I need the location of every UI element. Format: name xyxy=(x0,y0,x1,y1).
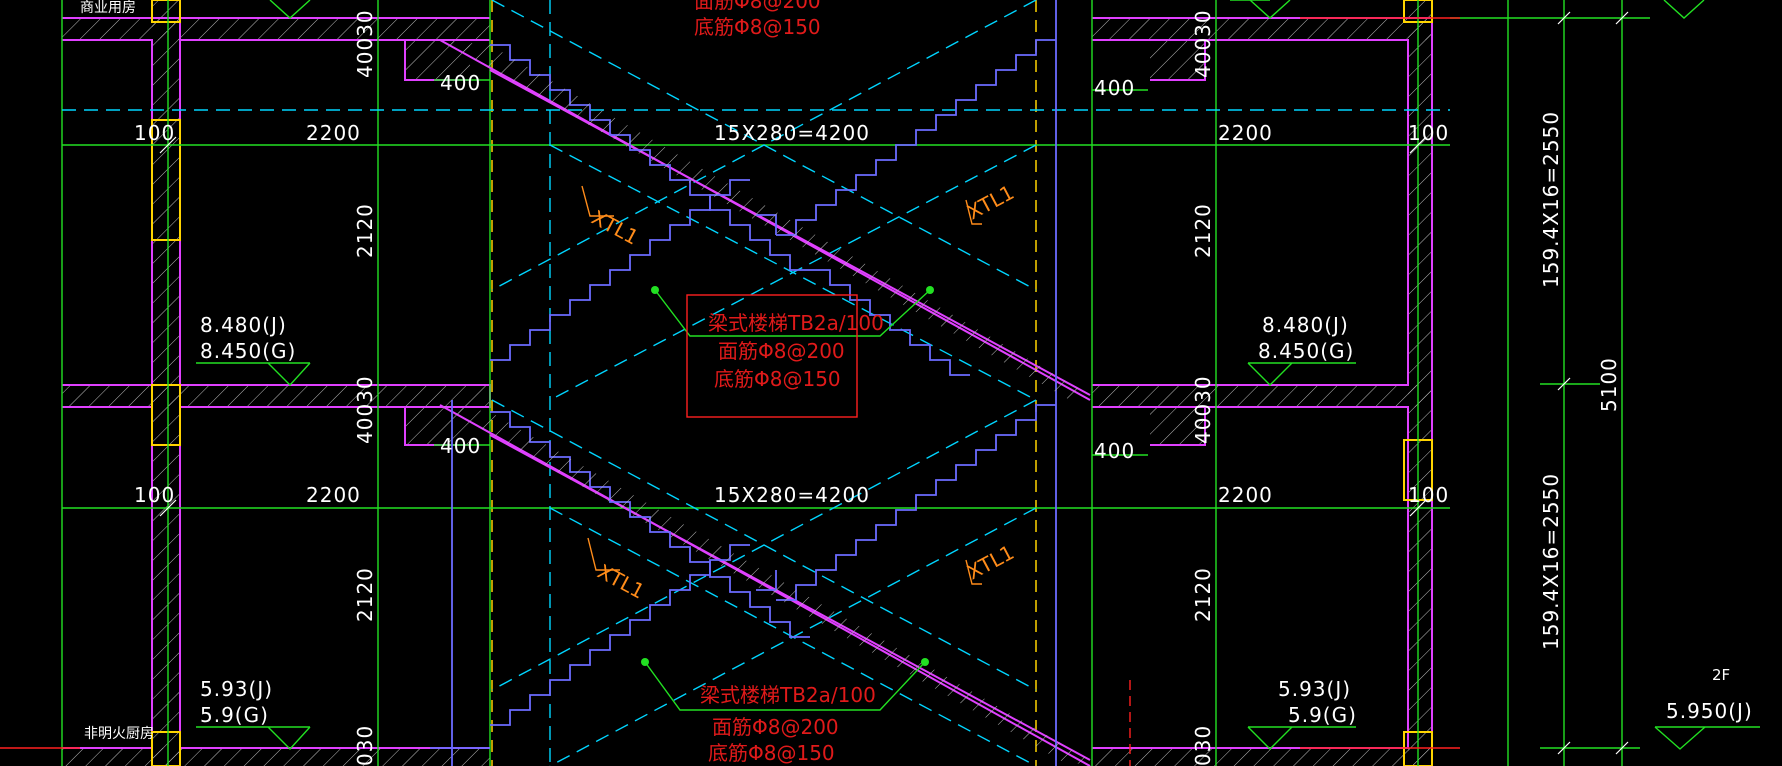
level-lower-left-g: 5.9(G) xyxy=(200,703,269,727)
floor-tag: 2F xyxy=(1712,666,1730,684)
level-lower-right-j: 5.93(J) xyxy=(1278,677,1351,701)
dim-treads-lower: 15X280=4200 xyxy=(714,483,870,507)
dim-2120-lower-left: 2120 xyxy=(353,567,377,622)
grid-lines xyxy=(61,0,1760,766)
dim-2120-lower-right: 2120 xyxy=(1191,567,1215,622)
level-upper-left-j: 8.480(J) xyxy=(200,313,287,337)
rebar-top-line1: 面筋Φ8@200 xyxy=(694,0,821,13)
dim-100-upper-left: 100 xyxy=(134,121,175,145)
dim-40030-upper-left: 40030 xyxy=(353,9,377,78)
tick-marks xyxy=(159,11,1629,755)
level-upper-left-g: 8.450(G) xyxy=(200,339,296,363)
dim-2120-upper-right: 2120 xyxy=(1191,203,1215,258)
hatched-walls xyxy=(62,0,1432,766)
dim-100-lower-left: 100 xyxy=(134,483,175,507)
dim-risers-lower: 159.4X16=2550 xyxy=(1539,473,1563,650)
rebar-top-line2: 底筋Φ8@150 xyxy=(694,15,821,39)
rebar-bottom-line3: 底筋Φ8@150 xyxy=(708,741,835,765)
dim-2200-upper-right: 2200 xyxy=(1218,121,1273,145)
stair-tag-lower-left: XTL1 xyxy=(594,559,649,603)
dim-400-upper-left: 400 xyxy=(440,71,481,95)
dim-2200-lower-left: 2200 xyxy=(306,483,361,507)
dim-40030-upper-right: 40030 xyxy=(1191,9,1215,78)
dim-treads-upper: 15X280=4200 xyxy=(714,121,870,145)
rebar-mid-line1: 梁式楼梯TB2a/100 xyxy=(708,311,884,335)
stair-flight-edges xyxy=(439,39,1091,766)
rebar-bottom-line2: 面筋Φ8@200 xyxy=(712,715,839,739)
stair-tag-upper-right: XTL1 xyxy=(963,180,1018,224)
dim-40030-lower-right: 40030 xyxy=(1191,375,1215,444)
dim-total-5100: 5100 xyxy=(1597,357,1621,412)
stair-tag-upper-left: XTL1 xyxy=(588,205,643,249)
leaders xyxy=(641,286,934,711)
dim-2120-upper-left: 2120 xyxy=(353,203,377,258)
rebar-mid-line3: 底筋Φ8@150 xyxy=(714,367,841,391)
highlight-box xyxy=(686,294,858,418)
columns xyxy=(151,0,1433,766)
dim-030-bottom-left: 030 xyxy=(353,725,377,766)
level-markers xyxy=(267,0,1706,751)
floor-level: 5.950(J) xyxy=(1666,699,1753,723)
rebar-bottom-line1: 梁式楼梯TB2a/100 xyxy=(700,683,876,707)
dim-2200-lower-right: 2200 xyxy=(1218,483,1273,507)
level-upper-right-g: 8.450(G) xyxy=(1258,339,1354,363)
dim-2200-upper-left: 2200 xyxy=(306,121,361,145)
room-label-kitchen: 非明火厨房 xyxy=(84,726,154,742)
dim-400-lower-right: 400 xyxy=(1094,439,1135,463)
dim-100-lower-right: 100 xyxy=(1408,483,1449,507)
dim-400-lower-left: 400 xyxy=(440,434,481,458)
dim-100-upper-right: 100 xyxy=(1408,121,1449,145)
dim-030-bottom-right: 030 xyxy=(1191,725,1215,766)
flight-hatch xyxy=(440,40,1090,766)
dim-400-upper-right: 400 xyxy=(1094,76,1135,100)
rebar-mid-line2: 面筋Φ8@200 xyxy=(718,339,845,363)
room-label-commercial: 商业用房 xyxy=(80,0,136,16)
dim-40030-lower-left: 40030 xyxy=(353,375,377,444)
dim-risers-upper: 159.4X16=2550 xyxy=(1539,111,1563,288)
stair-tag-lower-right: XTL1 xyxy=(963,540,1018,584)
level-lower-right-g: 5.9(G) xyxy=(1288,703,1357,727)
level-lower-left-j: 5.93(J) xyxy=(200,677,273,701)
level-upper-right-j: 8.480(J) xyxy=(1262,313,1349,337)
